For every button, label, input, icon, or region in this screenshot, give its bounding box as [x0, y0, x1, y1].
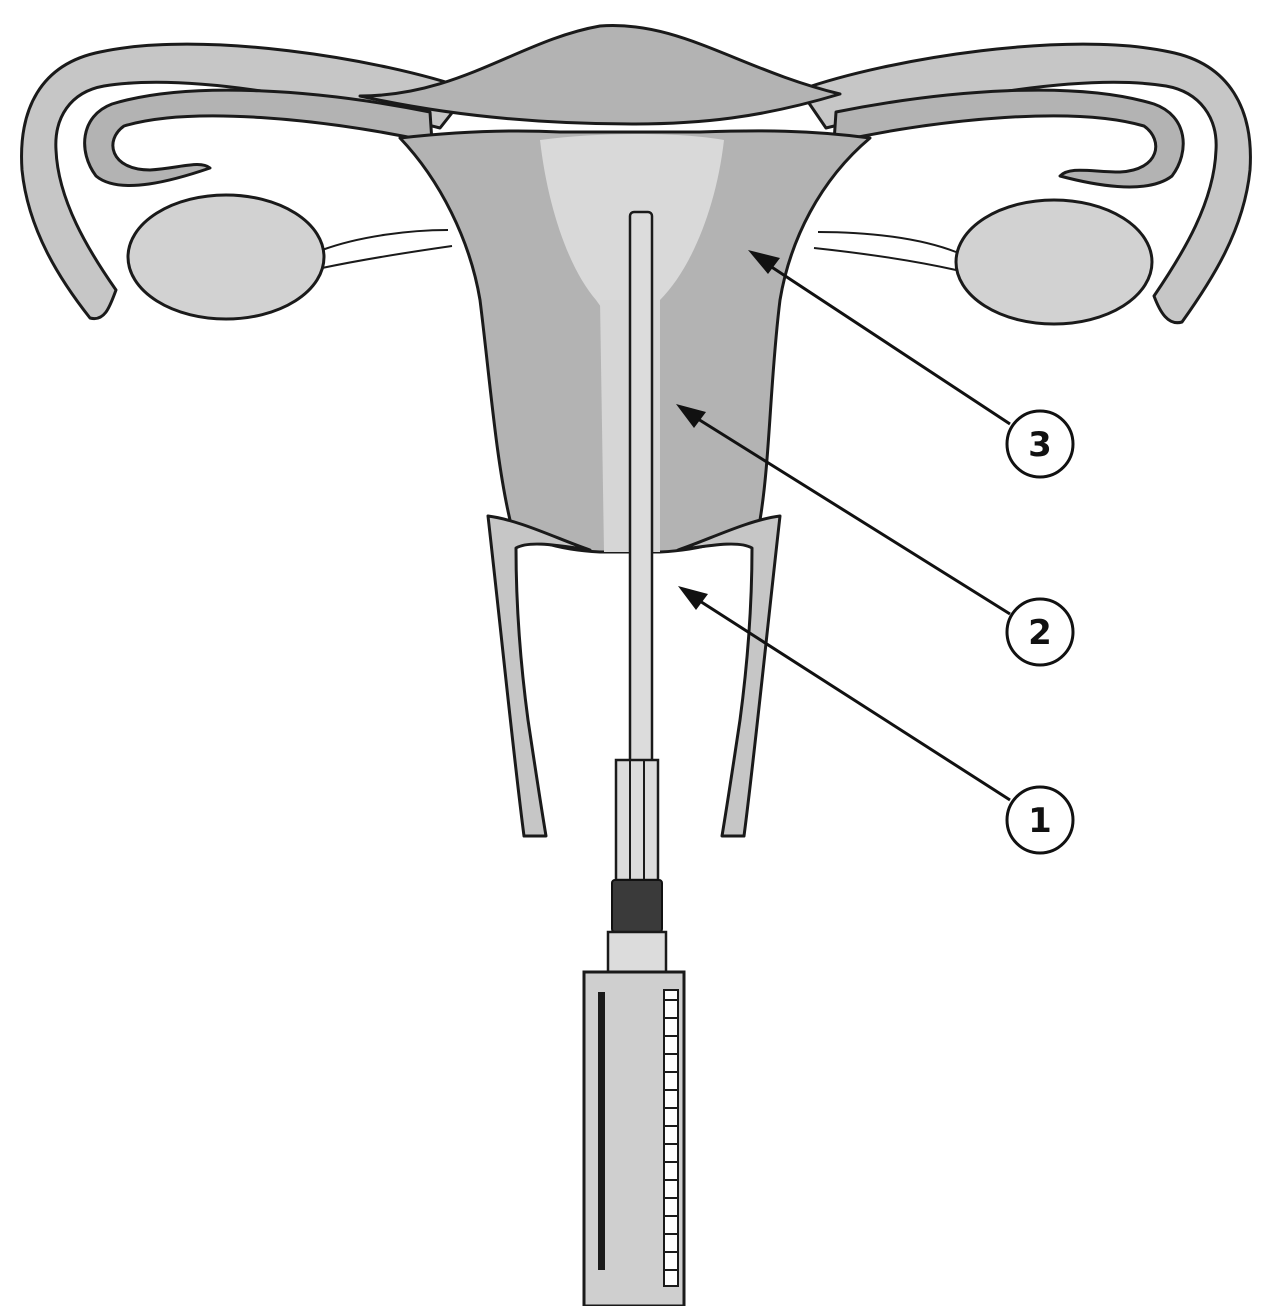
syringe-scale-frame [664, 990, 678, 1286]
right-tube-lumen [834, 90, 1183, 187]
right-vaginal-wall [678, 516, 780, 836]
callout-1-label: 1 [1028, 801, 1052, 841]
syringe [584, 972, 684, 1306]
catheter-hub [608, 932, 666, 972]
callout-2-label: 2 [1028, 613, 1052, 653]
syringe-scale [664, 990, 678, 1286]
right-ovary [956, 200, 1152, 324]
catheter-connector [612, 880, 662, 932]
syringe-plunger-mark [598, 992, 605, 1270]
callout-1-arrowhead [678, 586, 708, 610]
right-ovarian-ligament [814, 232, 956, 270]
left-ovary [128, 195, 324, 319]
catheter-sleeve [616, 760, 658, 880]
catheter-tube [630, 212, 652, 764]
left-vaginal-wall [488, 516, 590, 836]
left-tube-lumen [85, 90, 432, 185]
callout-3-label: 3 [1028, 425, 1052, 465]
uterine-fundus [360, 26, 840, 124]
left-ovarian-ligament [322, 230, 452, 268]
